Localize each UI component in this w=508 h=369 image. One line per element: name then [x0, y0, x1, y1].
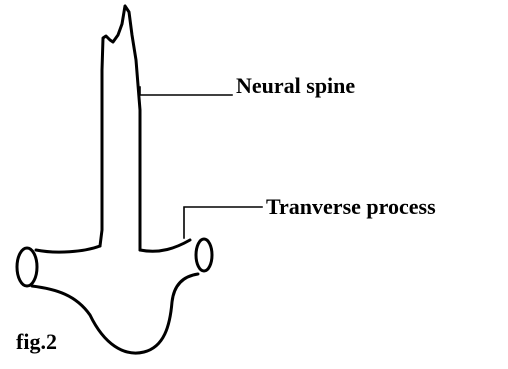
transverse-process-leader-line	[184, 207, 262, 238]
figure-caption: fig.2	[16, 329, 57, 354]
left-process-tip	[17, 248, 37, 286]
neural-spine-label: Neural spine	[236, 73, 355, 98]
left-transverse-process-outline	[36, 246, 100, 252]
neural-spine-outline	[100, 6, 140, 250]
neural-spine	[100, 6, 140, 250]
neural-spine-leader-line	[140, 87, 232, 95]
transverse-process-label: Tranverse process	[266, 194, 436, 219]
right-transverse-process-outline	[140, 240, 190, 251]
right-process-tip	[196, 239, 212, 271]
